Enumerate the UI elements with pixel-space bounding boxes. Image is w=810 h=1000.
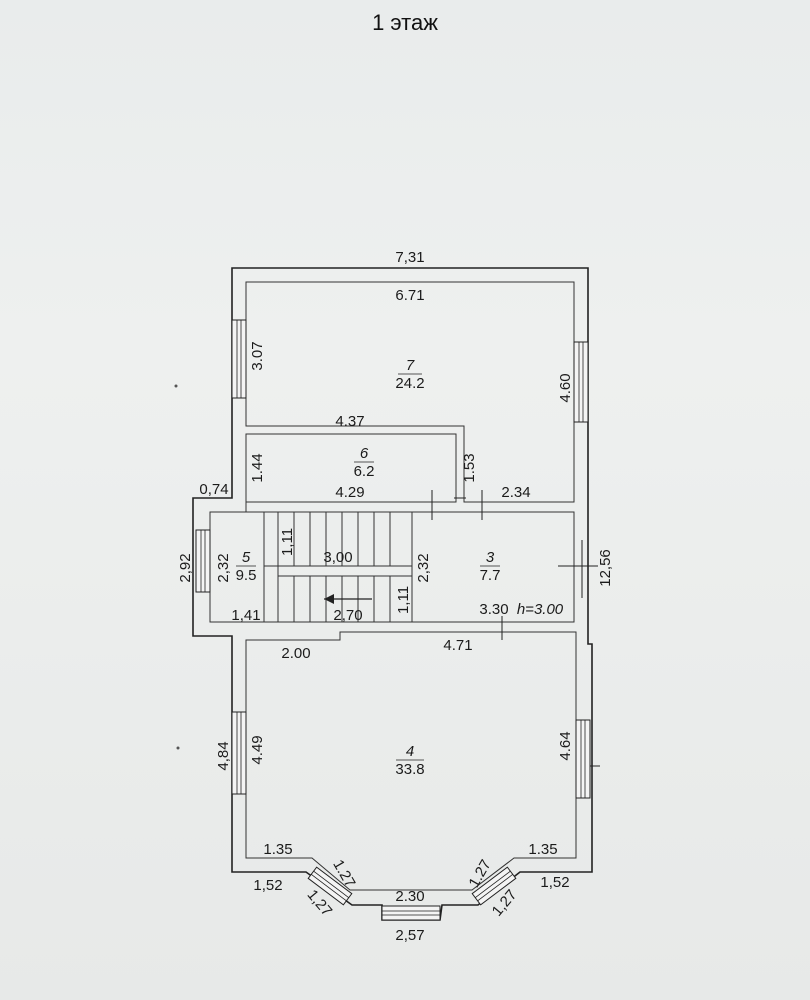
dim-bay-left-outer: 1,52 [253,877,282,894]
window-room7-left [231,319,247,399]
dim-room4-outer-left: 4,84 [215,741,232,770]
dim-room7-right: 4.60 [557,373,574,402]
dim-room5-left: 2,32 [215,553,232,582]
dim-room3-width: 3.30 [479,601,508,618]
dim-bay-right-wall: 1.35 [528,841,557,858]
scan-dot [174,384,178,388]
dim-top-inner: 6.71 [395,287,424,304]
dim-room4-top-left: 2.00 [281,645,310,662]
room-area: 6.2 [354,463,375,480]
dim-room4-left: 4.49 [249,735,266,764]
scan-dot [176,746,180,750]
floor-title: 1 этаж [372,10,438,35]
room-5-label: 5 9.5 [236,549,257,584]
room-area: 7.7 [480,567,501,584]
stair-arrow [324,594,372,604]
room-number: 4 [406,743,414,760]
room-number: 5 [242,549,251,566]
window-room4-left [231,711,247,795]
window-room5-left [195,529,211,593]
window-bay-front [381,905,441,921]
window-room4-right [575,719,591,799]
room-4-outline [245,631,577,891]
room-number: 3 [486,549,495,566]
dim-room4-right: 4.64 [557,731,574,760]
dim-room6-bottom: 4.29 [335,484,364,501]
room-number: 6 [360,445,369,462]
room-area: 24.2 [395,375,424,392]
dim-left-step: 0,74 [199,481,228,498]
dim-room6-right: 1.53 [461,453,478,482]
dim-bay-right-outer: 1,52 [540,874,569,891]
dim-room6-top: 4.37 [335,413,364,430]
dim-stair-top-upper: 1,11 [279,528,296,556]
room-area: 33.8 [395,761,424,778]
dim-room5-bottom: 1,41 [231,607,260,624]
dim-stair-top-lower: 1,11 [395,586,412,614]
dim-room6-left: 1.44 [249,453,266,482]
dim-stair-mid: 2,32 [415,553,432,582]
dim-bay-left-wall: 1.35 [263,841,292,858]
room-7-label: 7 24.2 [395,357,424,392]
room-6-label: 6 6.2 [354,445,375,480]
dim-bay-front-inner: 2.30 [395,888,424,905]
dim-top-outer: 7,31 [395,249,424,266]
staircase [263,511,413,623]
dim-corridor-top: 2.34 [501,484,530,501]
dim-room5-outer-left: 2,92 [177,553,194,582]
dim-height: h=3.00 [517,601,564,618]
window-room7-right [573,341,589,423]
dim-overall-right: 12,56 [597,549,614,587]
dim-stair-length: 3,00 [323,549,352,566]
room-7-outline [245,281,575,503]
dim-bay-front-outer: 2,57 [395,927,424,944]
window-bay-right [471,866,517,906]
room-6-outline [245,433,457,503]
dim-room4-top-right: 4.71 [443,637,472,654]
window-bay-left [307,866,353,906]
room-4-label: 4 33.8 [395,743,424,778]
door-ticks [431,490,600,767]
dim-room7-left: 3.07 [249,341,266,370]
room-number: 7 [406,357,415,374]
room-area: 9.5 [236,567,257,584]
dim-stair-bottom: 2,70 [333,607,362,624]
room-3-label: 3 7.7 [480,549,501,584]
